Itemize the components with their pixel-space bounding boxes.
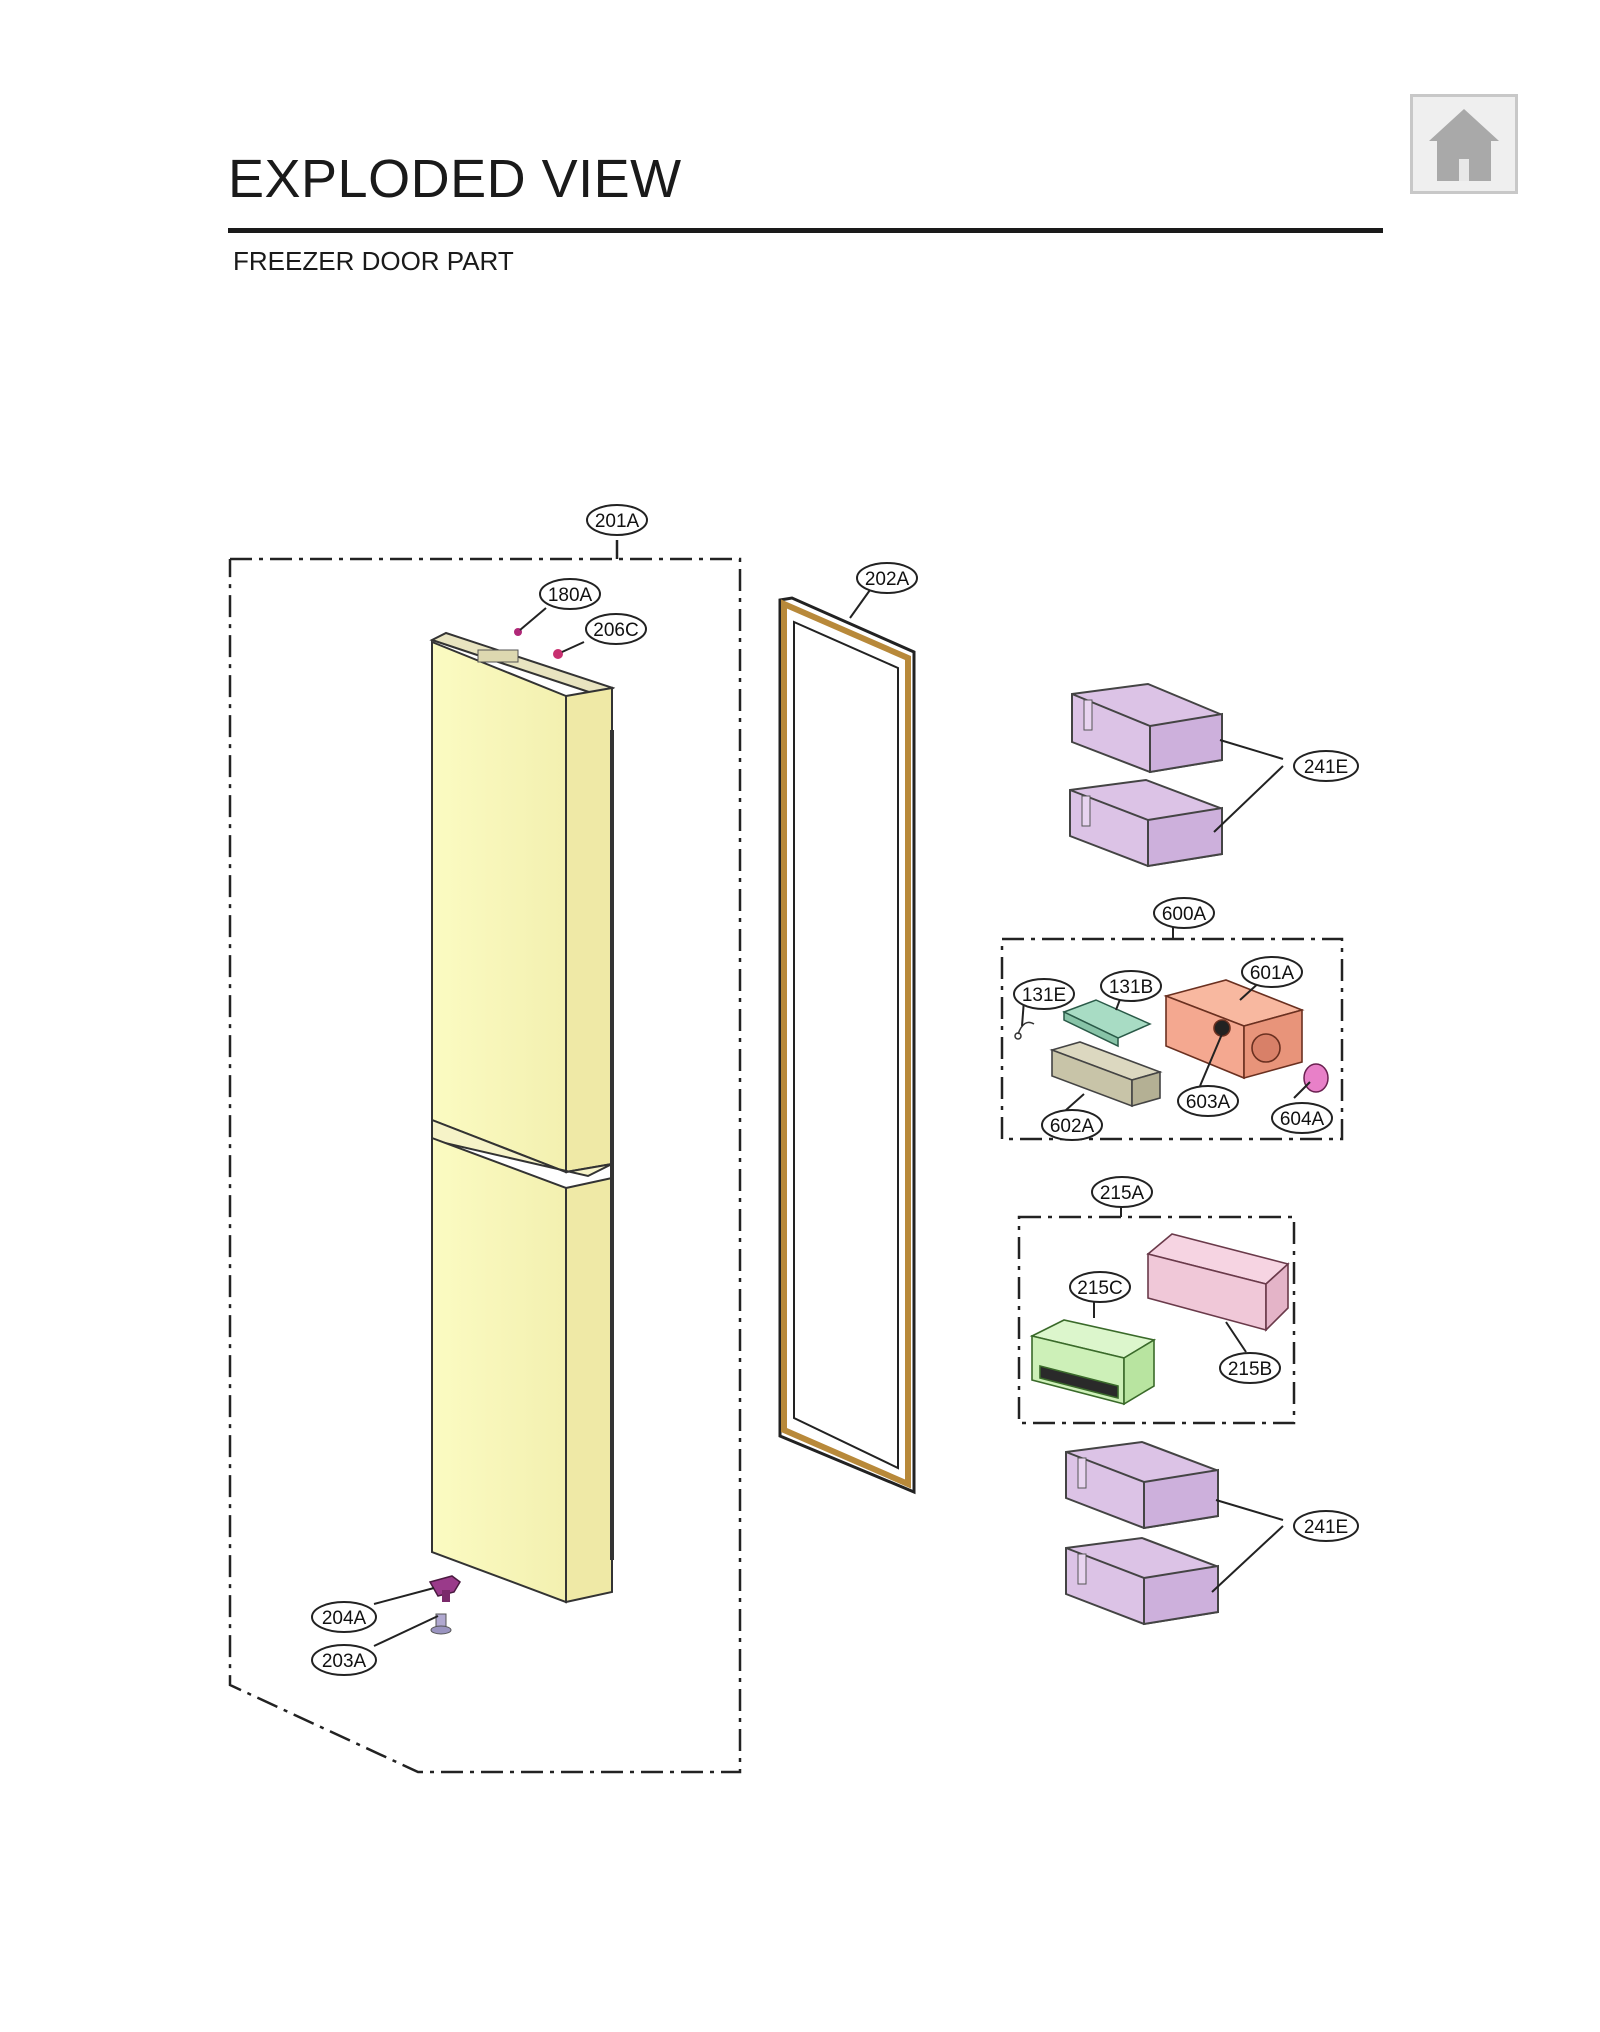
- home-icon: [1429, 109, 1499, 181]
- callout-201A-label: 201A: [595, 511, 640, 532]
- part-604A-knob: [1303, 1063, 1329, 1093]
- title-divider: [228, 228, 1383, 233]
- page-title: EXPLODED VIEW: [228, 149, 682, 209]
- callout-131B: 131B: [1100, 970, 1162, 1002]
- door-bin-top-1: [1071, 682, 1224, 774]
- callout-201A: 201A: [586, 504, 648, 536]
- part-602A-ice-bin: [1049, 1041, 1163, 1108]
- callout-601A-label: 601A: [1250, 963, 1295, 984]
- callout-215A: 215A: [1091, 1176, 1153, 1208]
- callout-204A-label: 204A: [322, 1608, 367, 1629]
- callout-204A: 204A: [311, 1601, 377, 1633]
- callout-215B: 215B: [1219, 1352, 1281, 1384]
- callout-600A: 600A: [1153, 897, 1215, 929]
- door-assembly-boundary: [228, 557, 742, 1774]
- callout-180A: 180A: [539, 578, 601, 610]
- callout-241E-top-label: 241E: [1304, 757, 1348, 778]
- part-204A-hinge-cap: [428, 1575, 461, 1602]
- part-215C-bin: [1029, 1319, 1157, 1406]
- callout-203A: 203A: [311, 1644, 377, 1676]
- callout-241E-bottom: 241E: [1293, 1510, 1359, 1542]
- callout-131B-label: 131B: [1109, 977, 1153, 998]
- part-601A-ice-box: [1163, 979, 1305, 1080]
- callout-203A-label: 203A: [322, 1651, 367, 1672]
- callout-241E-bottom-label: 241E: [1304, 1517, 1348, 1538]
- callout-215C: 215C: [1069, 1271, 1131, 1303]
- part-131E-wire: [1014, 1021, 1035, 1040]
- callout-602A-label: 602A: [1050, 1116, 1095, 1137]
- page-subtitle: FREEZER DOOR PART: [233, 246, 514, 276]
- part-206C-cap: [553, 649, 563, 659]
- door-bin-top-2: [1069, 778, 1224, 868]
- callout-215B-label: 215B: [1228, 1359, 1272, 1380]
- callout-604A-label: 604A: [1280, 1109, 1325, 1130]
- callout-206C: 206C: [585, 613, 647, 645]
- callout-604A: 604A: [1271, 1102, 1333, 1134]
- part-203A-hinge-pin: [430, 1613, 452, 1635]
- part-202A-gasket: [778, 596, 916, 1495]
- callout-601A: 601A: [1241, 956, 1303, 988]
- door-bin-bottom-1: [1065, 1440, 1220, 1530]
- callout-131E-label: 131E: [1022, 985, 1066, 1006]
- part-131B-ice-tray: [1062, 999, 1152, 1048]
- callout-215C-label: 215C: [1077, 1278, 1122, 1299]
- leader-lines: [373, 589, 1311, 1647]
- callout-215A-label: 215A: [1100, 1183, 1145, 1204]
- freezer-door-panel: [429, 631, 616, 1604]
- callout-180A-label: 180A: [548, 585, 593, 606]
- home-button[interactable]: [1410, 94, 1518, 194]
- callout-202A: 202A: [856, 562, 918, 594]
- callout-202A-label: 202A: [865, 569, 910, 590]
- door-bin-bottom-2: [1065, 1536, 1220, 1626]
- callout-206C-label: 206C: [593, 620, 638, 641]
- callout-600A-label: 600A: [1162, 904, 1207, 925]
- callout-603A: 603A: [1177, 1085, 1239, 1117]
- callout-241E-top: 241E: [1293, 750, 1359, 782]
- callout-602A: 602A: [1041, 1109, 1103, 1141]
- callout-603A-label: 603A: [1186, 1092, 1231, 1113]
- callout-131E: 131E: [1013, 978, 1075, 1010]
- part-215B-case: [1146, 1233, 1290, 1332]
